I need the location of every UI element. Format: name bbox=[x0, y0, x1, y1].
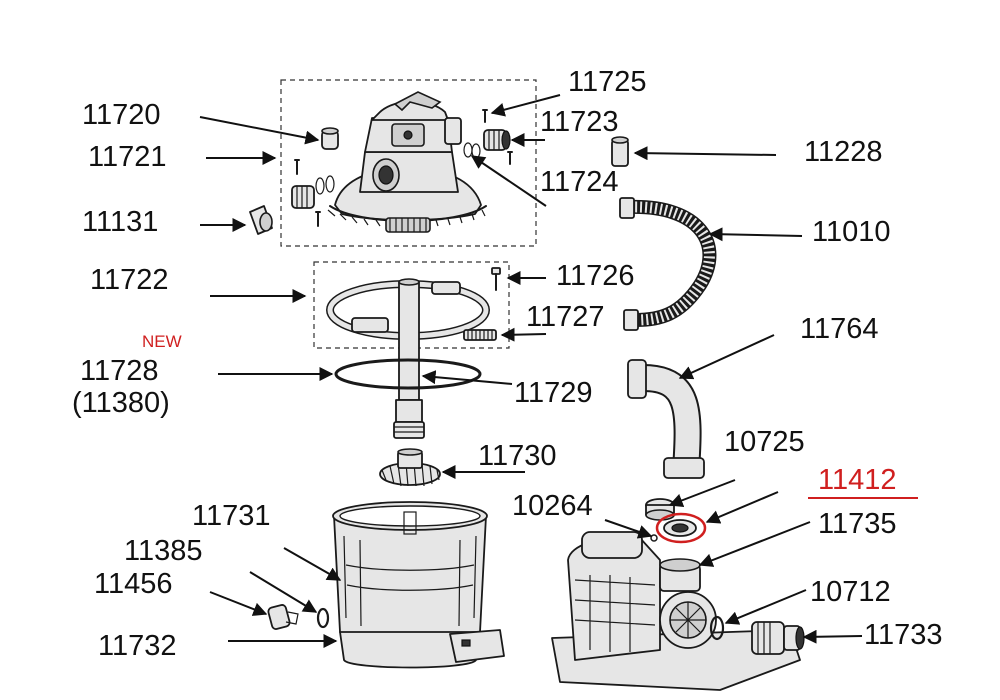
label-10264: 10264 bbox=[512, 490, 593, 522]
label-11732: 11732 bbox=[98, 630, 177, 662]
part-11723-union bbox=[483, 129, 511, 151]
part-11728-oring bbox=[334, 358, 482, 390]
label-11764: 11764 bbox=[800, 313, 879, 345]
valve-group-box bbox=[280, 79, 537, 247]
part-11731-tank bbox=[332, 501, 505, 669]
new-badge: NEW bbox=[142, 332, 182, 351]
part-11385-oring bbox=[316, 607, 330, 629]
label-11385: 11385 bbox=[124, 535, 203, 567]
label-11730: 11730 bbox=[478, 440, 557, 472]
part-11764-elbow bbox=[627, 359, 705, 479]
pump-motor bbox=[551, 531, 801, 691]
label-11412: 11412 bbox=[818, 464, 897, 496]
part-11010-hose bbox=[619, 197, 717, 331]
part-10712-oring bbox=[709, 615, 725, 641]
multiport-valve bbox=[327, 91, 487, 233]
part-11730-strainer bbox=[379, 448, 441, 487]
label-11721: 11721 bbox=[88, 141, 167, 173]
label-11456: 11456 bbox=[94, 568, 173, 600]
leader-lines bbox=[199, 94, 863, 648]
part-11724-orings bbox=[463, 142, 481, 159]
label-11010: 11010 bbox=[812, 216, 891, 248]
label-11723: 11723 bbox=[540, 106, 619, 138]
part-11726-bolt bbox=[491, 267, 501, 291]
label-11728: 11728 bbox=[80, 355, 159, 387]
part-11456-drain-plug bbox=[267, 604, 299, 630]
label-11733: 11733 bbox=[864, 619, 943, 651]
label-11724: 11724 bbox=[540, 166, 619, 198]
label-11720: 11720 bbox=[82, 99, 161, 131]
part-11720-gauge bbox=[321, 127, 339, 150]
label-10712: 10712 bbox=[810, 576, 891, 608]
valve-screws bbox=[294, 109, 513, 227]
label-11380: (11380) bbox=[72, 387, 170, 419]
label-11735: 11735 bbox=[818, 508, 897, 540]
label-11727: 11727 bbox=[526, 301, 605, 333]
label-11722: 11722 bbox=[90, 264, 169, 296]
part-11735-seal bbox=[663, 519, 697, 537]
part-11729-center-pipe bbox=[393, 278, 425, 439]
part-10264-washer bbox=[650, 534, 658, 542]
label-11726: 11726 bbox=[556, 260, 635, 292]
part-11727-spring bbox=[463, 329, 497, 341]
label-11731: 11731 bbox=[192, 500, 271, 532]
label-10725: 10725 bbox=[724, 426, 805, 458]
part-11228-adapter bbox=[611, 136, 629, 167]
label-11228: 11228 bbox=[804, 136, 883, 168]
label-11725: 11725 bbox=[568, 66, 647, 98]
part-11733-union bbox=[751, 621, 805, 655]
label-11131: 11131 bbox=[82, 206, 159, 238]
part-10725-cap bbox=[645, 498, 675, 521]
highlight-circle-11412 bbox=[655, 512, 707, 544]
label-11729: 11729 bbox=[514, 377, 593, 409]
part-11131-union bbox=[249, 175, 335, 235]
